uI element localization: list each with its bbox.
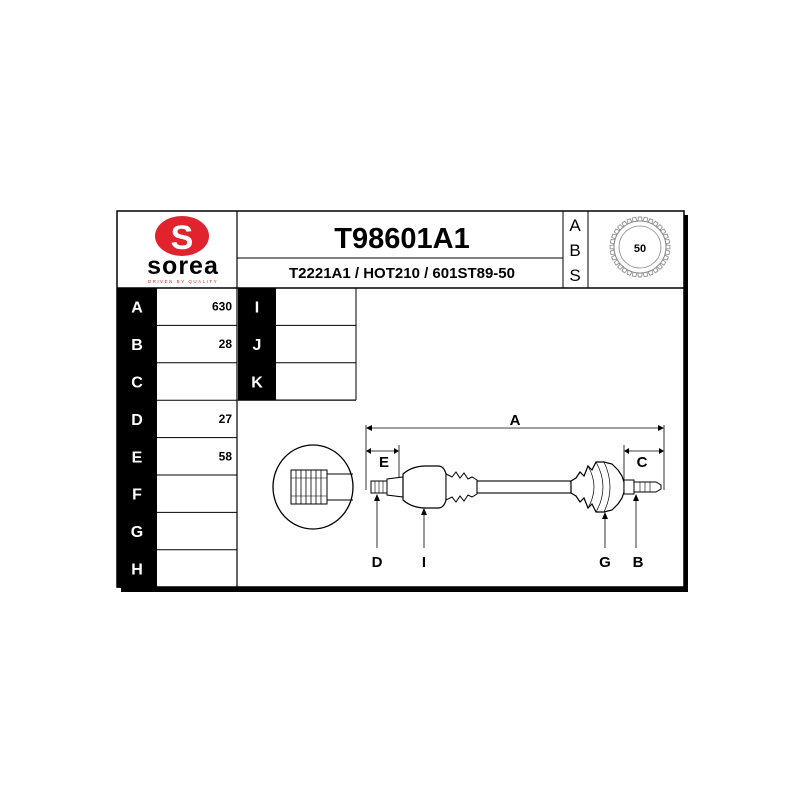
dimension-row-h: H — [117, 549, 237, 588]
dimension-key: E — [132, 449, 143, 466]
dimension-row-g: G — [117, 512, 237, 551]
diagram-label-i: I — [422, 554, 426, 571]
spline-detail — [272, 444, 354, 530]
diagram-label-d: D — [372, 554, 383, 571]
dimension-key: A — [131, 300, 143, 317]
dimension-key-cell — [117, 512, 157, 550]
diagram-label-e: E — [379, 454, 389, 471]
dimension-key: H — [131, 562, 143, 579]
dimension-key: C — [131, 375, 143, 392]
dimension-value: 58 — [219, 449, 233, 463]
ring-tooth — [609, 244, 615, 250]
logo-s-glyph: S — [171, 219, 194, 257]
dimension-key: F — [132, 487, 142, 504]
dimension-value: 630 — [212, 300, 232, 314]
dimension-value: 27 — [219, 412, 233, 426]
dimension-key-cell — [117, 475, 157, 513]
dimension-row-a: A 630 — [117, 288, 237, 326]
ring-tooth — [665, 244, 671, 250]
ring-tooth — [637, 272, 643, 278]
sheet-frame — [116, 210, 685, 588]
dimension-key-cell — [117, 288, 157, 326]
dimension-table-right: I J K — [238, 288, 356, 401]
dimension-key: B — [131, 337, 143, 354]
ring-tooth — [637, 216, 643, 222]
dimension-row-f: F — [117, 475, 237, 513]
dimension-key-cell — [238, 362, 276, 401]
dimension-key-cell — [117, 549, 157, 588]
driveshaft-diagram — [272, 425, 665, 548]
abs-letter-s: S — [569, 266, 580, 285]
abs-letter-a: A — [569, 216, 581, 235]
logo-badge — [155, 216, 209, 256]
dimension-key-cell — [117, 362, 157, 401]
logo-tagline: DRIVEN BY QUALITY — [148, 279, 218, 284]
dimension-row-d: D 27 — [117, 400, 237, 439]
dimension-value: 28 — [219, 337, 233, 351]
abs-ring-icon: 50 — [609, 216, 671, 278]
dimension-key-cell — [117, 437, 157, 475]
diagram-label-c: C — [637, 454, 648, 471]
dimension-key: J — [253, 337, 262, 354]
dimension-key: G — [131, 524, 143, 541]
dimension-row-b: B 28 — [117, 325, 237, 364]
dimension-key: D — [131, 412, 143, 429]
dimension-key-cell — [117, 400, 157, 438]
diagram-label-b: B — [633, 554, 644, 571]
part-number: T98601A1 — [334, 223, 469, 255]
dimension-key: K — [251, 375, 263, 392]
abs-letter-b: B — [569, 241, 580, 260]
diagram-label-a: A — [510, 412, 521, 429]
abs-teeth-count: 50 — [634, 243, 646, 255]
cross-references: T2221A1 / HOT210 / 601ST89-50 — [289, 265, 515, 282]
diagram-label-g: G — [599, 554, 611, 571]
dimension-key: I — [255, 300, 259, 317]
dimension-key-cell — [117, 325, 157, 363]
logo-brand: sorea — [147, 252, 219, 280]
dimension-key-cell — [238, 325, 276, 363]
dimension-key-cell — [238, 288, 276, 326]
dimension-row-e: E 58 — [117, 437, 237, 476]
sorea-logo: S sorea DRIVEN BY QUALITY — [147, 216, 219, 284]
